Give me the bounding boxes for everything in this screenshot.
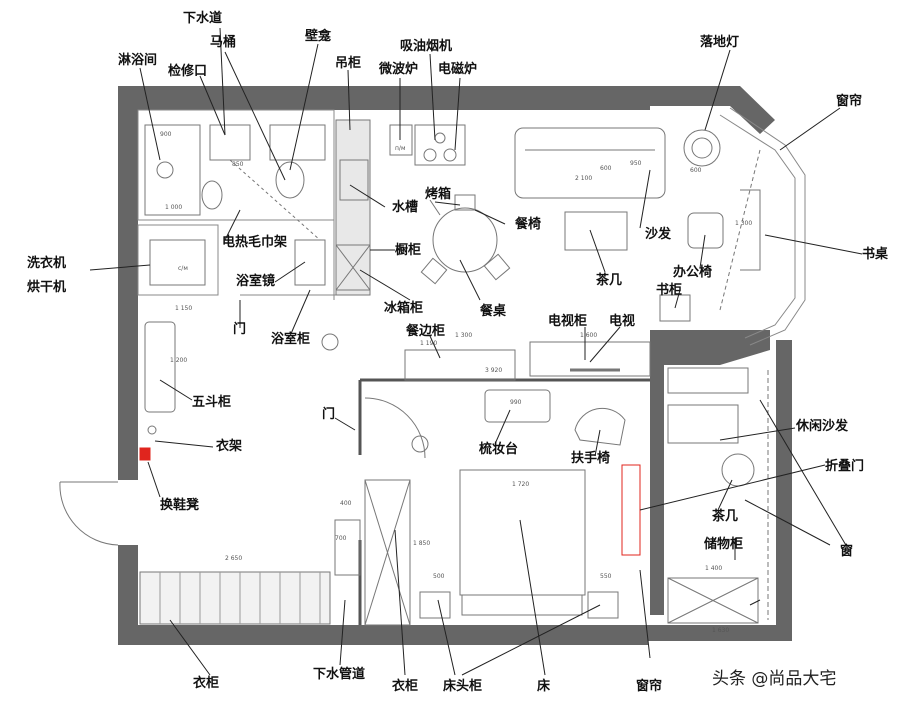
label-vanity: 梳妆台	[479, 442, 519, 457]
label-access-port: 检修口	[168, 64, 208, 79]
label-toilet: 马桶	[210, 35, 237, 50]
dim-14: 1 400	[705, 565, 722, 572]
dim-21: 400	[340, 500, 352, 507]
label-office-chair: 办公椅	[673, 265, 713, 280]
dim-16: 500	[433, 573, 445, 580]
label-nightstand: 床头柜	[443, 679, 483, 694]
living-room	[404, 127, 761, 381]
dim-7: 2 100	[575, 175, 592, 182]
label-window: 窗	[840, 544, 854, 559]
dim-9: 1 600	[580, 332, 597, 339]
label-fridge: 冰箱柜	[384, 301, 424, 316]
label-microwave: 微波炉	[379, 62, 419, 77]
balcony	[667, 367, 769, 624]
label-niche: 壁龛	[305, 29, 332, 44]
label-chest: 五斗柜	[192, 395, 232, 410]
label-oven: 烤箱	[425, 187, 452, 202]
label-dining-chair: 餐椅	[515, 217, 542, 232]
label-range-hood: 吸油烟机	[400, 39, 453, 54]
dimension-texts: 900 600 850 1 000 1 150 1 200 2 100 1 30…	[160, 131, 752, 634]
label-induction: 电磁炉	[438, 62, 478, 77]
label-folding-door: 折叠门	[825, 459, 865, 474]
dim-4: 1 000	[165, 204, 182, 211]
label-bed: 床	[537, 679, 551, 694]
label-storage: 储物柜	[704, 537, 744, 552]
label-door-bed: 门	[322, 407, 336, 422]
dim-15: 1 630	[712, 627, 729, 634]
microwave-tag: п/м	[395, 145, 405, 152]
dim-23: 1 300	[735, 220, 752, 227]
label-tea-table: 茶几	[712, 509, 739, 524]
bath-fixtures	[144, 124, 326, 286]
dim-10: 3 920	[485, 367, 502, 374]
dim-6: 1 200	[170, 357, 187, 364]
label-dryer: 烘干机	[27, 280, 67, 295]
label-coat-rack: 衣架	[216, 439, 243, 454]
label-washer: 洗衣机	[27, 256, 67, 271]
washer-tag: c/м	[178, 265, 188, 272]
dim-19: 950	[630, 160, 642, 167]
dim-2: 600	[600, 165, 612, 172]
label-sofa: 沙发	[645, 227, 672, 242]
dim-17: 550	[600, 573, 612, 580]
label-door-bath: 门	[233, 322, 247, 337]
dim-18: 600	[690, 167, 702, 174]
watermark: 头条 @尚品大宅	[712, 669, 837, 689]
label-drain-pipe: 下水管道	[313, 667, 366, 682]
dim-8: 1 300	[455, 332, 472, 339]
label-bookcase: 书柜	[656, 283, 683, 298]
label-tv: 电视	[609, 314, 636, 329]
label-wall-cabinet: 吊柜	[335, 56, 362, 71]
dim-20: 700	[335, 535, 347, 542]
dim-22: 1 850	[413, 540, 430, 547]
dim-1: 900	[160, 131, 172, 138]
dim-24: 1 190	[420, 340, 437, 347]
label-curtain-bottom: 窗帘	[636, 679, 663, 694]
label-leisure-sofa: 休闲沙发	[796, 419, 849, 434]
exterior-walls	[118, 86, 792, 645]
dim-11: 990	[510, 399, 522, 406]
dim-13: 2 650	[225, 555, 242, 562]
label-drain: 下水道	[183, 11, 223, 26]
label-armchair: 扶手椅	[571, 451, 611, 466]
label-cupboard: 橱柜	[395, 243, 422, 258]
label-shoe-bench: 换鞋凳	[160, 498, 200, 513]
corridor	[59, 321, 429, 625]
label-shower: 淋浴间	[118, 53, 158, 68]
label-wardrobe-mid: 衣柜	[392, 679, 419, 694]
label-bath-mirror: 浴室镜	[236, 274, 276, 289]
bedroom	[334, 389, 641, 626]
label-sink: 水槽	[392, 200, 419, 215]
label-desk: 书桌	[862, 247, 889, 262]
kitchen	[335, 119, 511, 296]
label-tv-cabinet: 电视柜	[548, 314, 588, 329]
label-sideboard: 餐边柜	[406, 324, 446, 339]
dim-3: 850	[232, 161, 244, 168]
label-coffee-table: 茶几	[596, 273, 623, 288]
dim-12: 1 720	[512, 481, 529, 488]
label-bath-cabinet: 浴室柜	[271, 332, 311, 347]
label-dining-table: 餐桌	[480, 304, 507, 319]
label-curtain-top: 窗帘	[836, 94, 863, 109]
leader-lines	[89, 27, 863, 676]
label-wardrobe-left: 衣柜	[193, 676, 220, 691]
dim-5: 1 150	[175, 305, 192, 312]
label-floor-lamp: 落地灯	[700, 35, 740, 50]
label-towel-rack: 电热毛巾架	[222, 235, 288, 250]
